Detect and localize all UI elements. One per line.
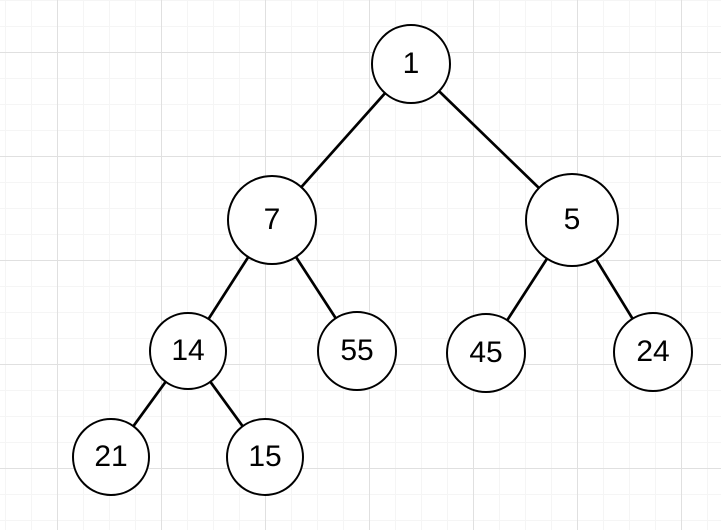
tree-node-label: 7 bbox=[263, 203, 281, 236]
tree-node-5[interactable]: 5 bbox=[525, 173, 619, 267]
tree-node-label: 1 bbox=[402, 47, 420, 80]
tree-node-label: 45 bbox=[469, 336, 503, 369]
tree-node-45[interactable]: 45 bbox=[446, 313, 526, 393]
tree-node-1[interactable]: 1 bbox=[371, 24, 451, 104]
tree-node-14[interactable]: 14 bbox=[149, 312, 227, 390]
tree-node-label: 14 bbox=[171, 334, 205, 367]
tree-node-21[interactable]: 21 bbox=[72, 418, 150, 496]
tree-node-label: 55 bbox=[340, 334, 374, 367]
tree-node-label: 21 bbox=[94, 440, 128, 473]
tree-node-label: 15 bbox=[248, 440, 282, 473]
tree-node-label: 5 bbox=[563, 203, 581, 236]
tree-node-24[interactable]: 24 bbox=[613, 312, 693, 392]
tree-node-label: 24 bbox=[636, 335, 670, 368]
tree-node-15[interactable]: 15 bbox=[226, 418, 304, 496]
tree-node-55[interactable]: 55 bbox=[317, 311, 397, 391]
tree-node-7[interactable]: 7 bbox=[227, 175, 317, 265]
